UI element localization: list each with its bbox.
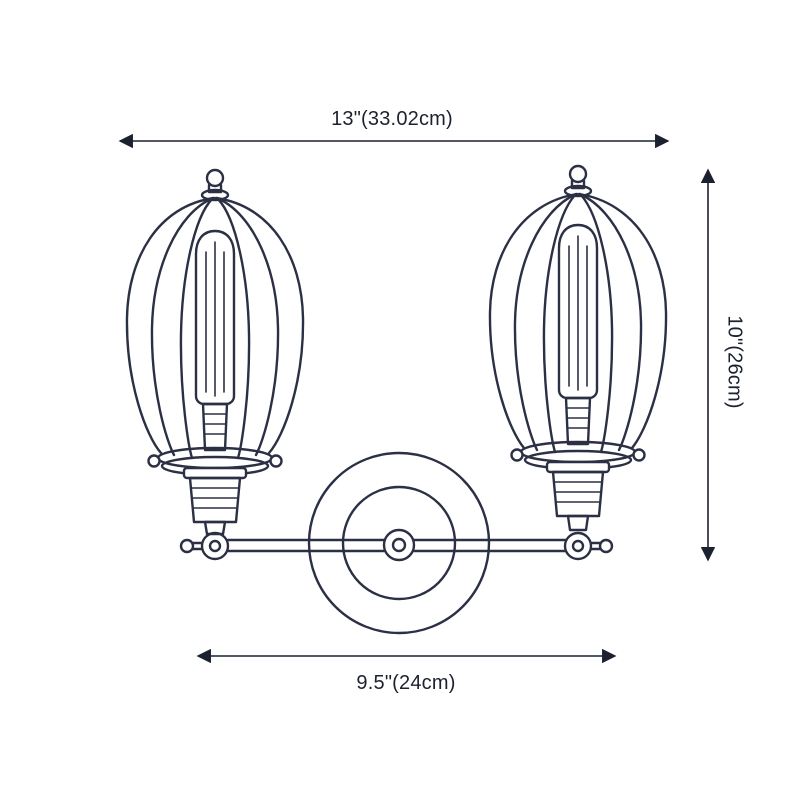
left-cage-shade	[125, 196, 305, 477]
right-socket	[545, 460, 611, 532]
dimension-label-base-width: 9.5"(24cm)	[356, 672, 456, 694]
left-bulb	[194, 229, 236, 452]
left-lamp	[125, 168, 305, 536]
left-swivel-joint	[179, 531, 230, 561]
right-lamp	[488, 164, 668, 532]
mounting-bar	[179, 528, 614, 562]
right-swivel-joint	[563, 531, 614, 561]
right-cage-knob	[563, 164, 593, 198]
dimension-label-overall-width: 13"(33.02cm)	[331, 108, 453, 130]
wall-plate	[307, 451, 491, 635]
right-bulb	[557, 223, 599, 446]
right-cage-shade	[488, 192, 668, 471]
dimension-label-overall-height: 10"(26cm)	[723, 315, 746, 409]
left-socket	[182, 466, 248, 536]
left-cage-knob	[200, 168, 230, 202]
center-hub	[382, 528, 416, 562]
